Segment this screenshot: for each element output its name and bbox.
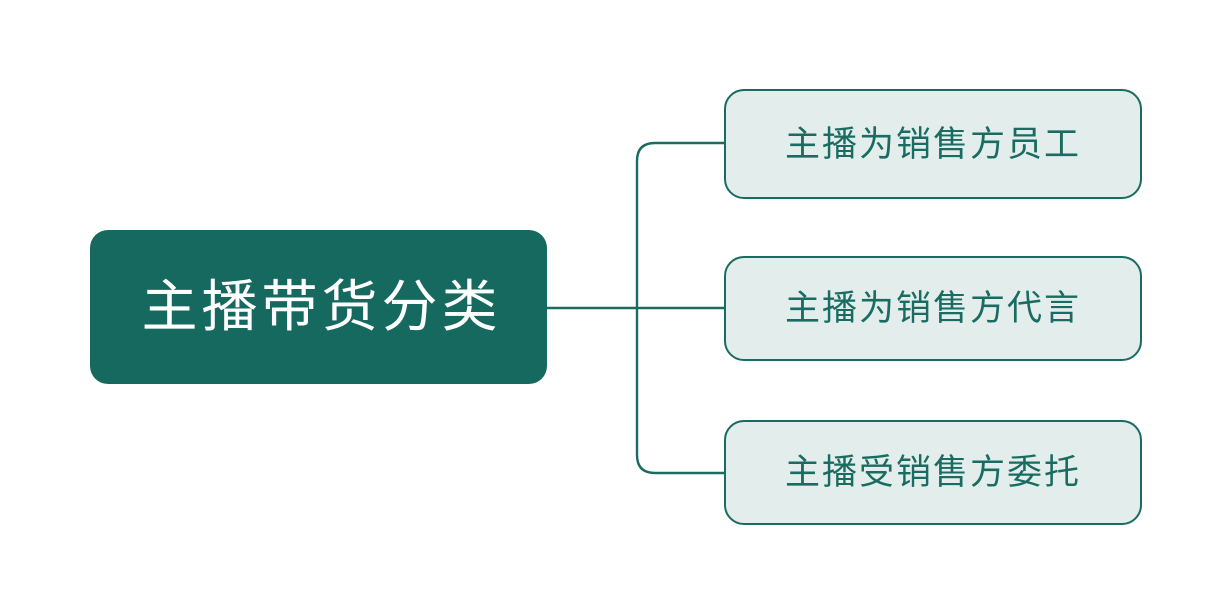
child-node-1-label: 主播为销售方员工: [784, 124, 1081, 164]
root-node-label: 主播带货分类: [141, 275, 502, 338]
child-node-3-label: 主播受销售方委托: [784, 453, 1081, 492]
connector-branch-1: [635, 141, 724, 308]
child-node-2-label: 主播为销售方代言: [784, 289, 1081, 328]
root-node[interactable]: 主播带货分类: [90, 230, 547, 384]
child-node-3[interactable]: 主播受销售方委托: [724, 420, 1142, 525]
connector-branch-3: [635, 308, 724, 475]
child-node-2[interactable]: 主播为销售方代言: [724, 256, 1142, 361]
child-node-1[interactable]: 主播为销售方员工: [724, 89, 1142, 199]
